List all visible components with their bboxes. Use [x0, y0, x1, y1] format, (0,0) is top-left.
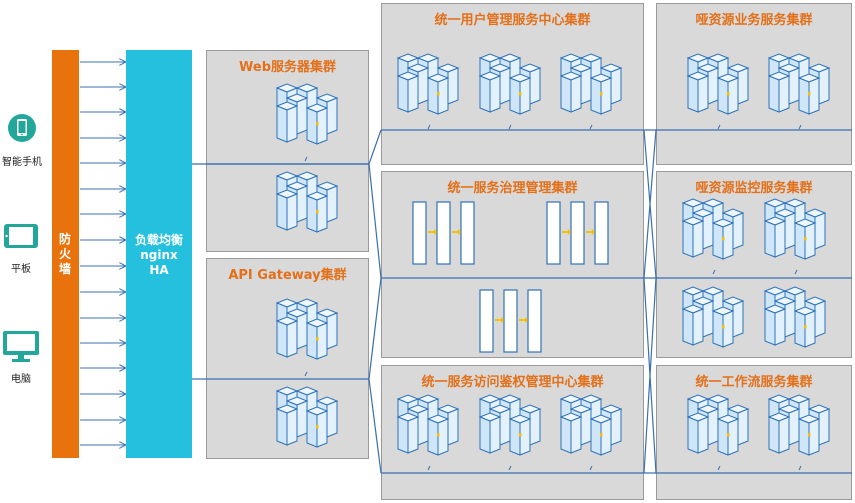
server-cluster-icon — [765, 287, 825, 347]
server-cluster-icon — [277, 299, 337, 359]
server-cluster-icon — [398, 54, 458, 114]
smartphone-icon — [8, 114, 36, 142]
server-cluster-icon — [398, 395, 458, 455]
server-cluster-icon — [769, 54, 829, 114]
server-cluster-icon — [277, 84, 337, 144]
device-label-desktop: 电脑 — [11, 374, 31, 385]
biz-cluster-title: 哑资源业务服务集群 — [695, 13, 813, 28]
firewall-to-lb-arrows — [80, 62, 125, 445]
server-cluster-icon — [683, 199, 743, 259]
server-cluster-icon — [765, 199, 825, 259]
pipeline-arrow-icon — [428, 229, 595, 323]
tablet-icon — [3, 223, 39, 249]
device-label-tablet: 平板 — [11, 264, 31, 275]
load-balancer-bar: 负载均衡 nginx HA — [126, 50, 192, 458]
server-cluster-icon — [277, 387, 337, 447]
load-balancer-label: 负载均衡 nginx HA — [126, 233, 192, 278]
server-cluster-icon — [769, 395, 829, 455]
api-gateway-cluster-title: API Gateway集群 — [228, 268, 347, 283]
firewall-label: 防火墙 — [58, 232, 71, 276]
load-balancer-line3: HA — [149, 263, 169, 277]
user-mgmt-cluster-title: 统一用户管理服务中心集群 — [434, 13, 591, 28]
server-cluster-icon — [480, 54, 540, 114]
server-cluster-icon — [561, 395, 621, 455]
service-gov-cluster-title: 统一服务治理管理集群 — [447, 181, 578, 196]
desktop-monitor-icon — [2, 330, 40, 364]
access-auth-cluster-title: 统一服务访问鉴权管理中心集群 — [421, 375, 604, 390]
workflow-cluster-title: 统一工作流服务集群 — [695, 375, 813, 390]
server-cluster-icon — [688, 54, 748, 114]
firewall-bar: 防火墙 — [52, 50, 79, 458]
monitor-cluster-title: 哑资源监控服务集群 — [695, 181, 813, 196]
server-cluster-icon — [561, 54, 621, 114]
web-cluster-title: Web服务器集群 — [239, 60, 336, 75]
device-label-smartphone: 智能手机 — [2, 157, 42, 168]
server-cluster-icon — [683, 287, 743, 347]
backbone-lines — [192, 129, 852, 474]
cluster-tick-marks — [304, 124, 802, 471]
service-pipeline-icon — [412, 201, 609, 353]
load-balancer-line2: nginx — [140, 248, 178, 262]
server-cluster-icon — [277, 172, 337, 232]
server-cluster-icon — [480, 395, 540, 455]
server-cluster-icon — [688, 395, 748, 455]
load-balancer-line1: 负载均衡 — [134, 233, 183, 247]
